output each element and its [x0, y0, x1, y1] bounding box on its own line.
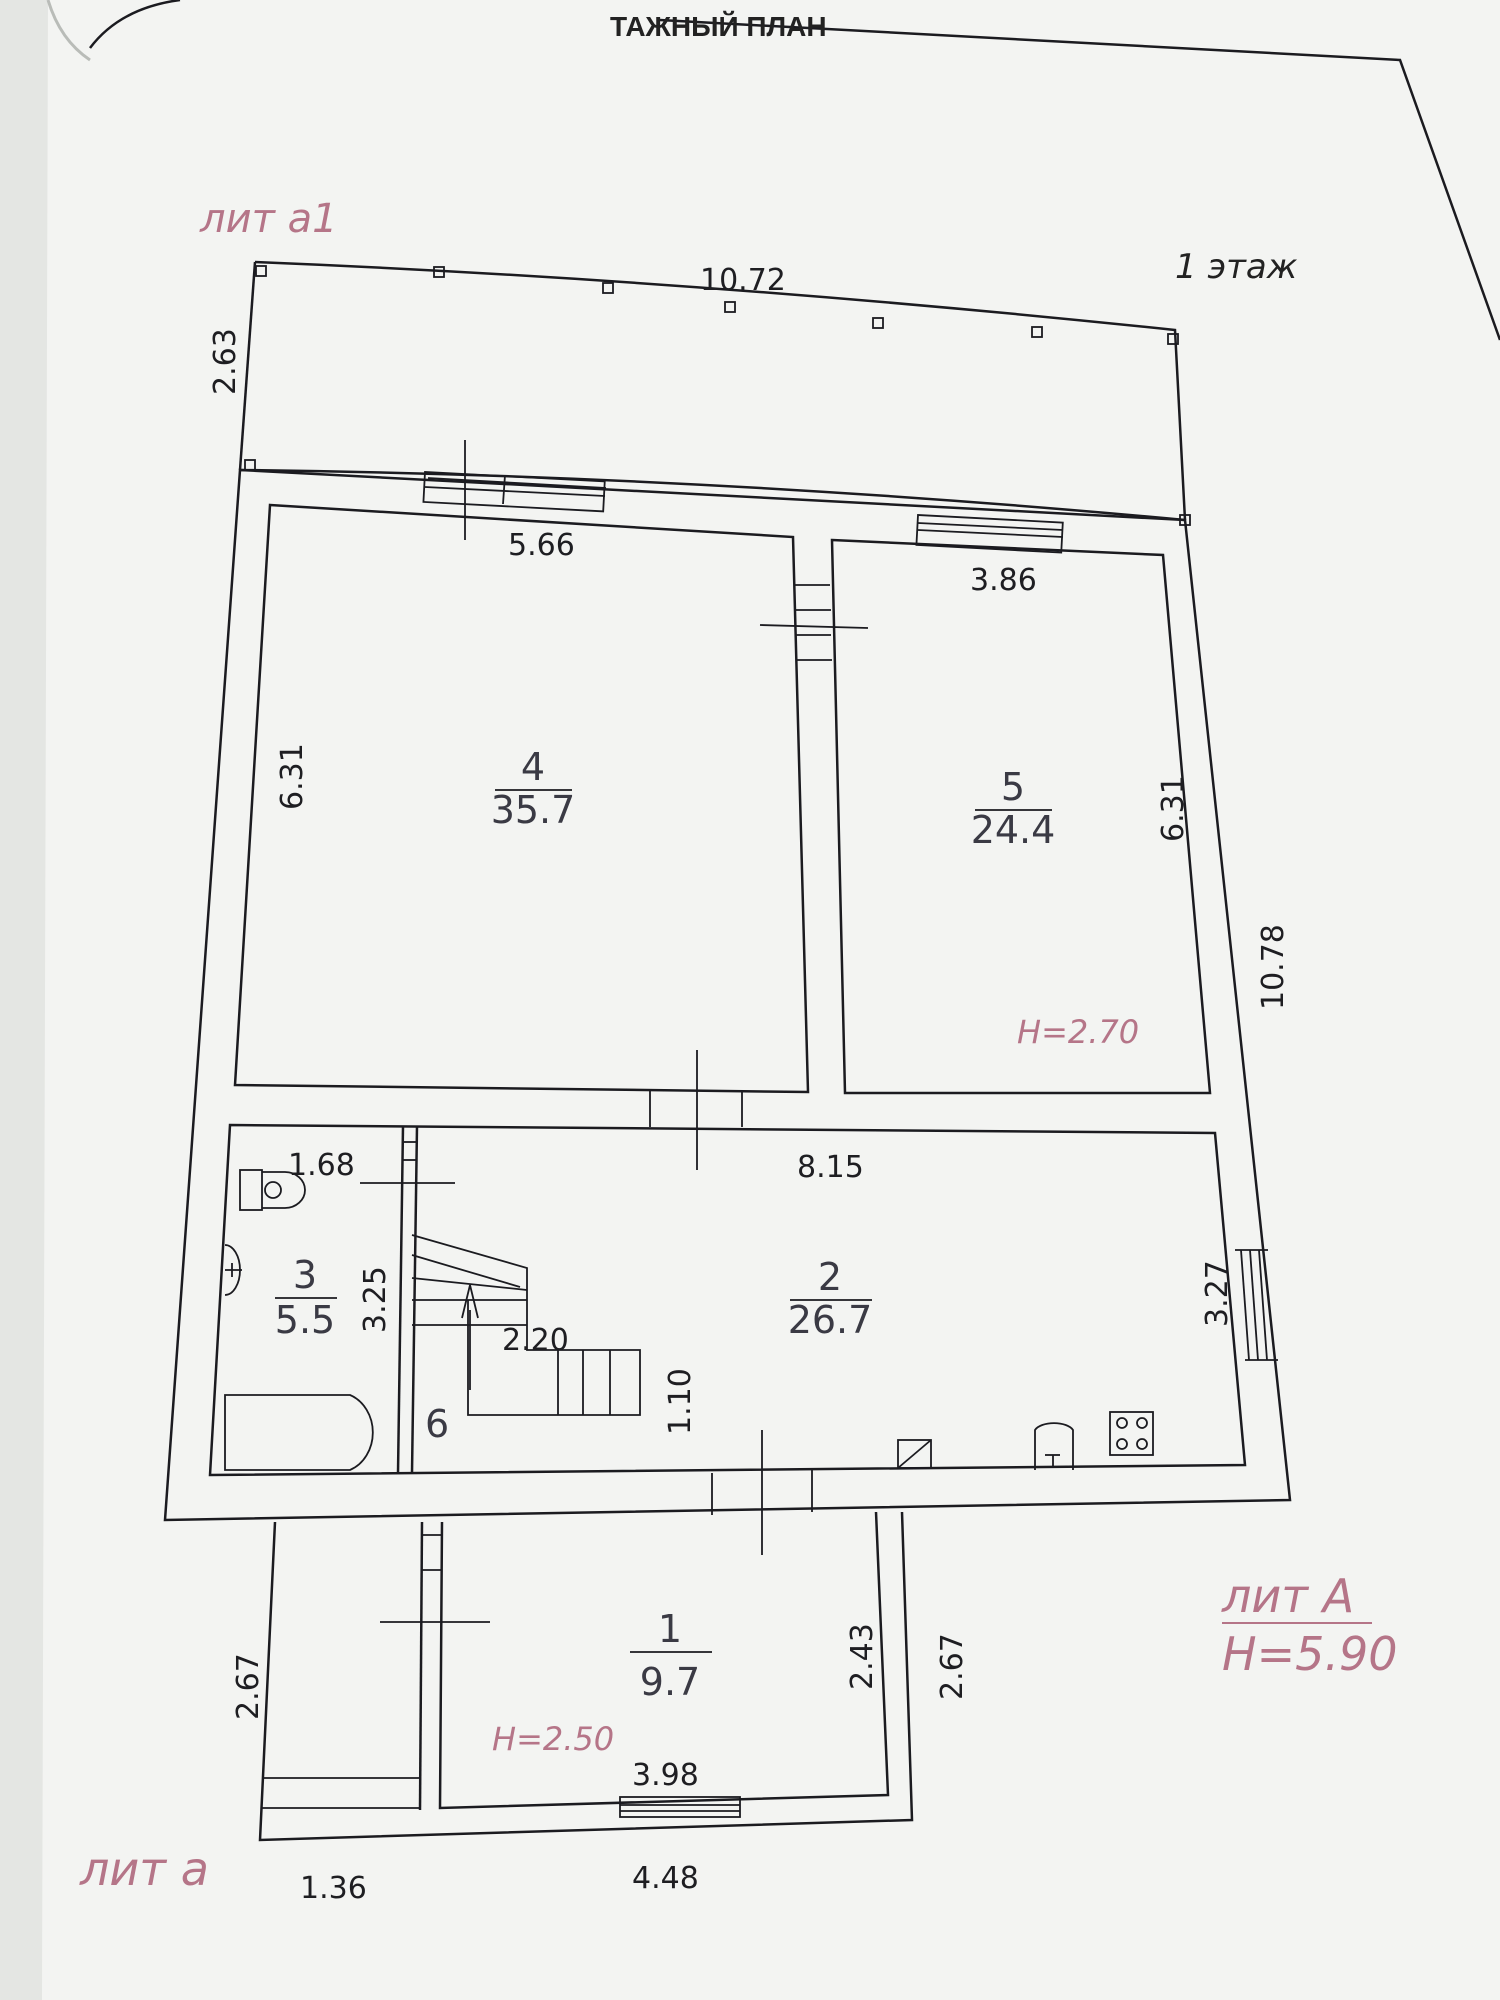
house-outer-wall	[163, 468, 1292, 1522]
dim-room5-length: 6.31	[1156, 775, 1191, 842]
room-5-walls	[830, 538, 1212, 1095]
height-room1: H=2.50	[492, 1720, 614, 1758]
dim-entry-width: 3.98	[632, 1758, 699, 1793]
svg-text:9.7: 9.7	[640, 1660, 700, 1704]
entry-walls	[258, 1511, 914, 1842]
dim-bath-length: 3.25	[358, 1266, 393, 1333]
window-entry	[619, 1796, 741, 1818]
room-label-2: 2 26.7	[788, 1255, 873, 1342]
room-4-walls	[233, 503, 810, 1094]
dim-porch-left: 2.67	[231, 1653, 266, 1720]
toilet-fixture	[239, 1169, 306, 1211]
window-room4	[422, 440, 607, 540]
dim-bottom-left: 1.36	[300, 1871, 367, 1906]
veranda-walls	[238, 260, 1191, 526]
room-label-4: 4 35.7	[491, 745, 576, 832]
liter-a1-label: лит а1	[199, 196, 338, 242]
liter-A-label: лит А H=5.90	[1221, 1569, 1398, 1681]
dim-room5-width: 3.86	[970, 563, 1037, 598]
sink-fixture	[224, 1244, 242, 1296]
liter-a-label: лит а	[79, 1842, 209, 1896]
dim-porch-right: 2.67	[935, 1633, 970, 1700]
window-room5	[915, 514, 1064, 554]
room-label-1: 1 9.7	[630, 1607, 712, 1704]
svg-text:2: 2	[818, 1255, 842, 1299]
sheet-frame	[89, 0, 1500, 341]
svg-text:5.5: 5.5	[275, 1298, 335, 1342]
room-label-3: 3 5.5	[275, 1253, 337, 1342]
dim-entry-length: 2.43	[845, 1623, 880, 1690]
page-curl-edge	[46, 0, 91, 62]
svg-text:26.7: 26.7	[788, 1298, 873, 1342]
dim-hall-length: 3.27	[1200, 1260, 1235, 1327]
paper-sheet	[42, 0, 1500, 2000]
bathtub-fixture	[224, 1394, 374, 1471]
dim-stair-width: 2.20	[502, 1323, 569, 1358]
dim-bath-width: 1.68	[288, 1148, 355, 1183]
svg-text:3: 3	[293, 1253, 317, 1297]
dim-top-width: 10.72	[700, 263, 786, 298]
dim-total-length: 10.78	[1256, 924, 1291, 1010]
dim-bottom-total: 4.48	[632, 1861, 699, 1896]
svg-text:лит А: лит А	[1221, 1569, 1354, 1623]
dim-top-depth: 2.63	[208, 328, 243, 395]
floor-label: 1 этаж	[1175, 247, 1298, 287]
door-4-2	[649, 1050, 743, 1170]
room-label-5: 5 24.4	[971, 765, 1056, 852]
svg-text:1: 1	[658, 1607, 682, 1651]
dim-stair-depth: 1.10	[663, 1368, 698, 1435]
staircase	[411, 1234, 641, 1416]
dim-room4-width: 5.66	[508, 528, 575, 563]
door-2-1	[711, 1430, 813, 1555]
kitchen-fixtures	[897, 1411, 1154, 1470]
dim-room4-length: 6.31	[275, 743, 310, 810]
svg-text:4: 4	[521, 745, 545, 789]
window-hall	[1235, 1249, 1278, 1361]
door-4-5	[759, 584, 869, 661]
hall-walls	[208, 1123, 1247, 1477]
svg-text:5: 5	[1001, 765, 1025, 809]
plan-title: ТАЖНЫЙ ПЛАН	[610, 10, 827, 42]
svg-text:24.4: 24.4	[971, 808, 1056, 852]
dim-hall-width: 8.15	[797, 1150, 864, 1185]
height-room5: H=2.70	[1017, 1013, 1139, 1051]
svg-text:H=5.90: H=5.90	[1222, 1627, 1398, 1681]
svg-text:35.7: 35.7	[491, 788, 576, 832]
room-label-6: 6	[425, 1402, 449, 1446]
